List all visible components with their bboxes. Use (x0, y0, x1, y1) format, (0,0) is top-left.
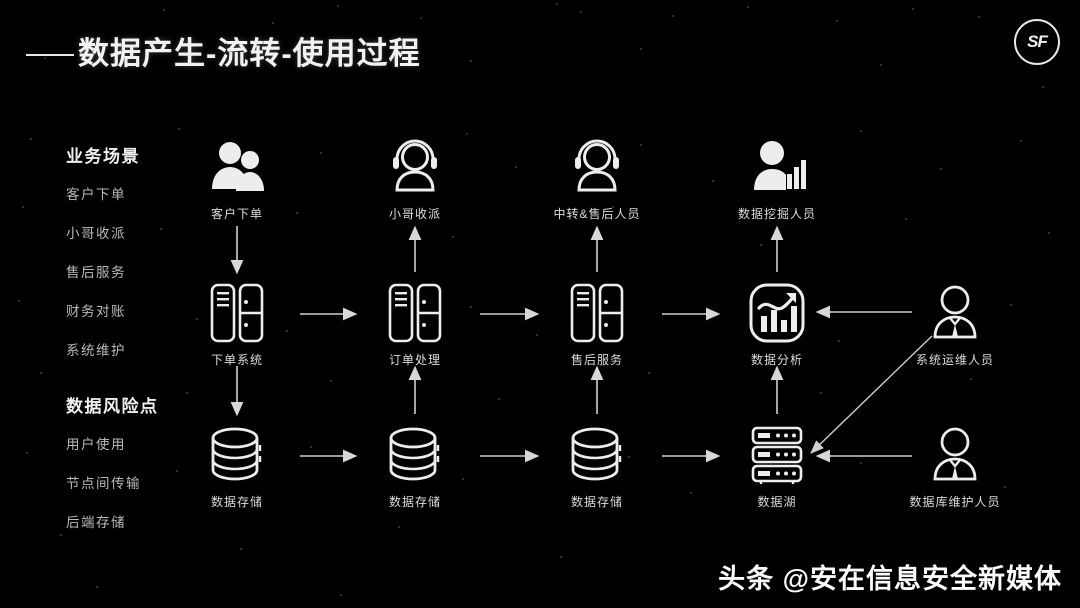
server-tower-icon (522, 282, 672, 344)
node-caption: 客户下单 (210, 207, 263, 221)
data-risk-heading: 数据风险点 (66, 397, 159, 416)
node-store-data-storage-1[interactable]: 数据存储 (162, 424, 312, 510)
node-person-transfer-aftersales[interactable]: 中转&售后人员 (522, 136, 672, 222)
business-scenario-item-1: 小哥收派 (66, 226, 126, 241)
node-store-data-lake[interactable]: 数据湖 (702, 424, 852, 510)
node-person-dba[interactable]: 数据库维护人员 (880, 424, 1030, 510)
headset-person-icon (522, 136, 672, 198)
node-person-customer[interactable]: 客户下单 (162, 136, 312, 222)
two-people-icon (162, 136, 312, 198)
sf-logo: SF (1014, 19, 1060, 65)
node-person-data-miner[interactable]: 数据挖掘人员 (702, 136, 852, 222)
node-caption: 数据湖 (757, 495, 797, 509)
business-scenario-heading: 业务场景 (66, 147, 140, 166)
slide-header: 数据产生-流转-使用过程 SF (0, 0, 1080, 92)
node-system-aftersales[interactable]: 售后服务 (522, 282, 672, 368)
node-caption: 订单处理 (388, 353, 441, 367)
node-system-order-processing[interactable]: 订单处理 (340, 282, 490, 368)
node-caption: 数据存储 (388, 495, 441, 509)
node-caption: 数据存储 (570, 495, 623, 509)
data-risk-group: 数据风险点 用户使用 节点间传输 后端存储 (66, 392, 226, 550)
data-risk-item-0: 用户使用 (66, 437, 126, 452)
node-caption: 下单系统 (210, 353, 263, 367)
suited-person-icon (880, 282, 1030, 344)
node-caption: 售后服务 (570, 353, 623, 367)
watermark: 头条 @安在信息安全新媒体 (718, 564, 1062, 594)
page-title: 数据产生-流转-使用过程 (78, 36, 421, 71)
person-chart-icon (702, 136, 852, 198)
database-cylinder-icon (162, 424, 312, 486)
analytics-chart-icon (702, 282, 852, 344)
node-system-data-analysis[interactable]: 数据分析 (702, 282, 852, 368)
node-caption: 数据库维护人员 (909, 495, 1001, 509)
node-store-data-storage-2[interactable]: 数据存储 (340, 424, 490, 510)
business-scenario-item-4: 系统维护 (66, 343, 126, 358)
data-risk-item-2: 后端存储 (66, 515, 126, 530)
suited-person-icon (880, 424, 1030, 486)
server-rack-icon (702, 424, 852, 486)
database-cylinder-icon (340, 424, 490, 486)
server-tower-icon (340, 282, 490, 344)
node-caption: 数据挖掘人员 (737, 207, 816, 221)
headset-person-icon (340, 136, 490, 198)
node-caption: 中转&售后人员 (553, 207, 641, 221)
node-store-data-storage-3[interactable]: 数据存储 (522, 424, 672, 510)
business-scenario-item-2: 售后服务 (66, 265, 126, 280)
title-rule (26, 54, 74, 56)
node-system-order-placement[interactable]: 下单系统 (162, 282, 312, 368)
node-person-courier[interactable]: 小哥收派 (340, 136, 490, 222)
node-caption: 数据分析 (750, 353, 803, 367)
server-tower-icon (162, 282, 312, 344)
node-caption: 小哥收派 (388, 207, 441, 221)
database-cylinder-icon (522, 424, 672, 486)
business-scenario-item-3: 财务对账 (66, 304, 126, 319)
node-caption: 数据存储 (210, 495, 263, 509)
business-scenario-group: 业务场景 客户下单 小哥收派 售后服务 财务对账 系统维护 (66, 142, 226, 378)
node-caption: 系统运维人员 (915, 353, 994, 367)
node-person-system-ops[interactable]: 系统运维人员 (880, 282, 1030, 368)
business-scenario-item-0: 客户下单 (66, 187, 126, 202)
data-risk-item-1: 节点间传输 (66, 476, 141, 491)
